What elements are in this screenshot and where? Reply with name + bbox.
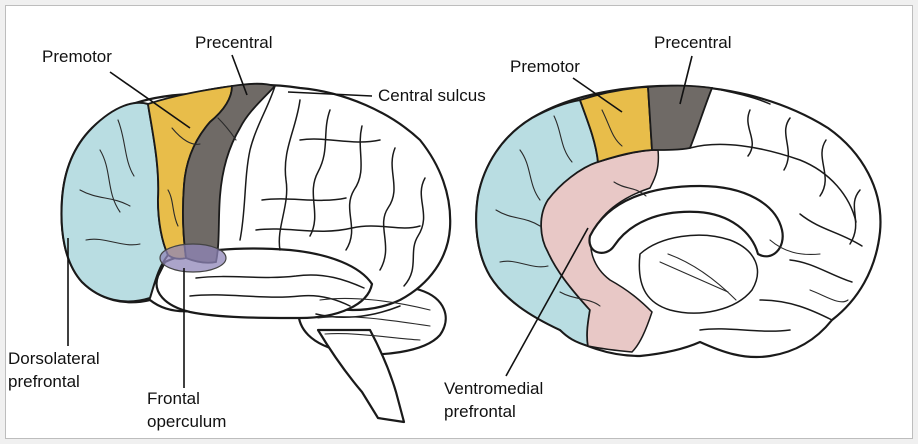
medial-brain-view <box>476 56 880 376</box>
label-lateral-premotor: Premotor <box>42 47 112 66</box>
label-ventromedial-line2: prefrontal <box>444 402 516 421</box>
label-lateral-precentral: Precentral <box>195 33 272 52</box>
label-medial-premotor: Premotor <box>510 57 580 76</box>
label-medial-precentral: Precentral <box>654 33 731 52</box>
label-operculum-line1: Frontal <box>147 389 200 408</box>
label-central-sulcus: Central sulcus <box>378 86 486 105</box>
label-dorsolateral-line2: prefrontal <box>8 372 80 391</box>
label-dorsolateral-line1: Dorsolateral <box>8 349 100 368</box>
lateral-brain-view <box>62 55 451 422</box>
label-ventromedial-line1: Ventromedial <box>444 379 543 398</box>
label-operculum-line2: operculum <box>147 412 226 431</box>
lateral-frontal-operculum-region <box>160 244 226 272</box>
